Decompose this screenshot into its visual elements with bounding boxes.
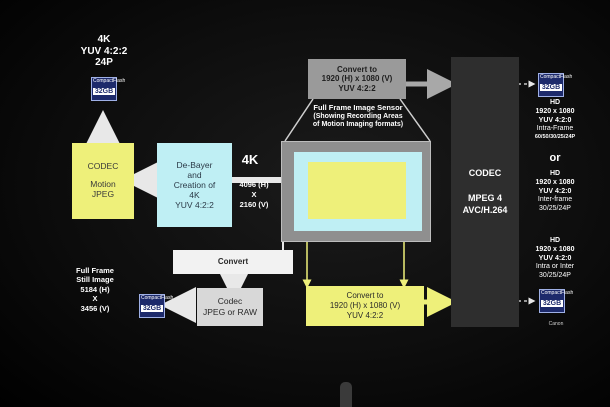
- hd1-l3: YUV 4:2:0: [538, 116, 572, 124]
- debayer-line1: De-Bayer: [176, 159, 213, 170]
- card-brand: CompactFlash: [141, 295, 174, 301]
- format-4k: 4K: [97, 34, 111, 45]
- hd1-l1: HD: [549, 99, 561, 106]
- hd3-l2: 1920 x 1080: [535, 245, 575, 253]
- compactflash-card-icon: CompactFlash 32GB: [91, 77, 125, 101]
- canon-logo: Canon: [548, 321, 564, 327]
- convert-bottom-line1: Convert to: [346, 291, 384, 300]
- top-left-format: 4K YUV 4:2:2 24P: [64, 34, 144, 69]
- convert-top-line2: 1920 (H) x 1080 (V): [321, 74, 393, 84]
- convert-bottom-line2: 1920 (H) x 1080 (V): [329, 301, 401, 310]
- fourk-x: X: [251, 190, 257, 200]
- still-image-label: Full Frame Still Image 5184 (H) X 3456 (…: [64, 266, 126, 313]
- convert-band-label: Convert: [217, 257, 249, 267]
- fourk-v: 2160 (V): [239, 200, 269, 210]
- compactflash-card-icon: CompactFlash 32GB: [538, 73, 572, 97]
- debayer-line4: 4K: [189, 190, 200, 201]
- still-l1: Full Frame: [76, 266, 114, 275]
- debayer-box: De-Bayer and Creation of 4K YUV 4:2:2: [157, 143, 232, 227]
- image-sensor: [281, 141, 431, 242]
- hd3-l5: 30/25/24P: [539, 272, 571, 279]
- card-size: 32GB: [93, 87, 115, 96]
- hd3-l4: Intra or Inter: [535, 263, 575, 271]
- codec-mpeg4-box: CODEC MPEG 4 AVC/H.264: [451, 57, 519, 327]
- still-l3: 5184 (H): [80, 284, 110, 294]
- sensor-label-line1: Full Frame Image Sensor: [313, 103, 403, 112]
- sensor-label: Full Frame Image Sensor (Showing Recordi…: [300, 103, 416, 129]
- hd2-l2: 1920 x 1080: [535, 178, 575, 186]
- debayer-line2: and: [187, 169, 202, 180]
- card-size: 32GB: [540, 83, 562, 92]
- codec-mpeg-title: CODEC: [468, 168, 502, 179]
- right-or: or: [549, 152, 561, 164]
- codec-mpeg-line1: MPEG 4: [467, 193, 502, 204]
- compactflash-card-icon: CompactFlash 32GB: [539, 289, 573, 313]
- card-brand: CompactFlash: [540, 74, 573, 80]
- codec-mpeg-line2: AVC/H.264: [462, 204, 508, 215]
- convert-bottom-box: Convert to 1920 (H) x 1080 (V) YUV 4:2:2: [306, 286, 424, 326]
- convert-bottom-line3: YUV 4:2:2: [346, 311, 384, 320]
- card-brand: CompactFlash: [541, 290, 574, 296]
- sensor-to-convert-left-line: [284, 98, 314, 142]
- right-hd-1: HD 1920 x 1080 YUV 4:2:0 Intra-Frame 60/…: [520, 99, 590, 141]
- codec-motion-line2: JPEG: [91, 188, 115, 199]
- hd3-l3: YUV 4:2:0: [538, 254, 572, 262]
- hd2-l4: Inter-frame: [537, 196, 573, 204]
- hd2-l5: 30/25/24P: [539, 205, 571, 212]
- codec-jpeg-line1: Codec: [217, 295, 243, 306]
- fourk-h: 4096 (H): [239, 180, 269, 189]
- codec-jpeg-line2: JPEG or RAW: [203, 307, 257, 317]
- format-yuv: YUV 4:2:2: [80, 45, 128, 57]
- convert-top-line3: YUV 4:2:2: [338, 83, 376, 93]
- codec-jpeg-raw-box: Codec JPEG or RAW: [197, 288, 263, 326]
- convert-top-box: Convert to 1920 (H) x 1080 (V) YUV 4:2:2: [308, 59, 406, 99]
- sensor-label-line3: of Motion Imaging formats): [312, 120, 404, 128]
- card-brand: CompactFlash: [93, 78, 126, 84]
- codec-motion-title: CODEC: [87, 161, 119, 172]
- right-hd-2: HD 1920 x 1080 YUV 4:2:0 Inter-frame 30/…: [520, 170, 590, 214]
- hd3-l1: HD: [549, 237, 561, 244]
- codec-motion-line1: Motion: [90, 179, 116, 190]
- card-size: 32GB: [541, 299, 563, 308]
- debayer-line3: Creation of: [173, 179, 216, 190]
- format-fps: 24P: [95, 57, 113, 68]
- convert-top-line1: Convert to: [337, 64, 377, 74]
- sensor-yellow-area: [308, 162, 406, 219]
- hd2-l1: HD: [549, 170, 561, 177]
- sensor-label-line2: (Showing Recording Areas: [313, 112, 403, 120]
- card-size: 32GB: [141, 304, 163, 313]
- still-l4: X: [92, 294, 98, 304]
- still-l5: 3456 (V): [80, 303, 110, 313]
- debayer-line5: YUV 4:2:2: [175, 200, 214, 211]
- still-l2: Still Image: [76, 275, 114, 285]
- hd1-l5: 60/50/30/25/24P: [534, 134, 576, 140]
- codec-motion-jpeg-box: CODEC Motion JPEG: [72, 143, 134, 219]
- compactflash-card-icon: CompactFlash 32GB: [139, 294, 173, 318]
- hd1-l2: 1920 x 1080: [535, 107, 575, 115]
- fourk-dims: 4096 (H) X 2160 (V): [232, 180, 276, 210]
- convert-band: Convert: [173, 250, 293, 274]
- hd1-l4: Intra-Frame: [536, 125, 574, 133]
- presenter-figure: [340, 382, 352, 407]
- sensor-to-convert-right-line: [399, 98, 431, 142]
- hd2-l3: YUV 4:2:0: [538, 187, 572, 195]
- fourk-title: 4K: [241, 152, 259, 167]
- right-hd-3: HD 1920 x 1080 YUV 4:2:0 Intra or Inter …: [520, 237, 590, 281]
